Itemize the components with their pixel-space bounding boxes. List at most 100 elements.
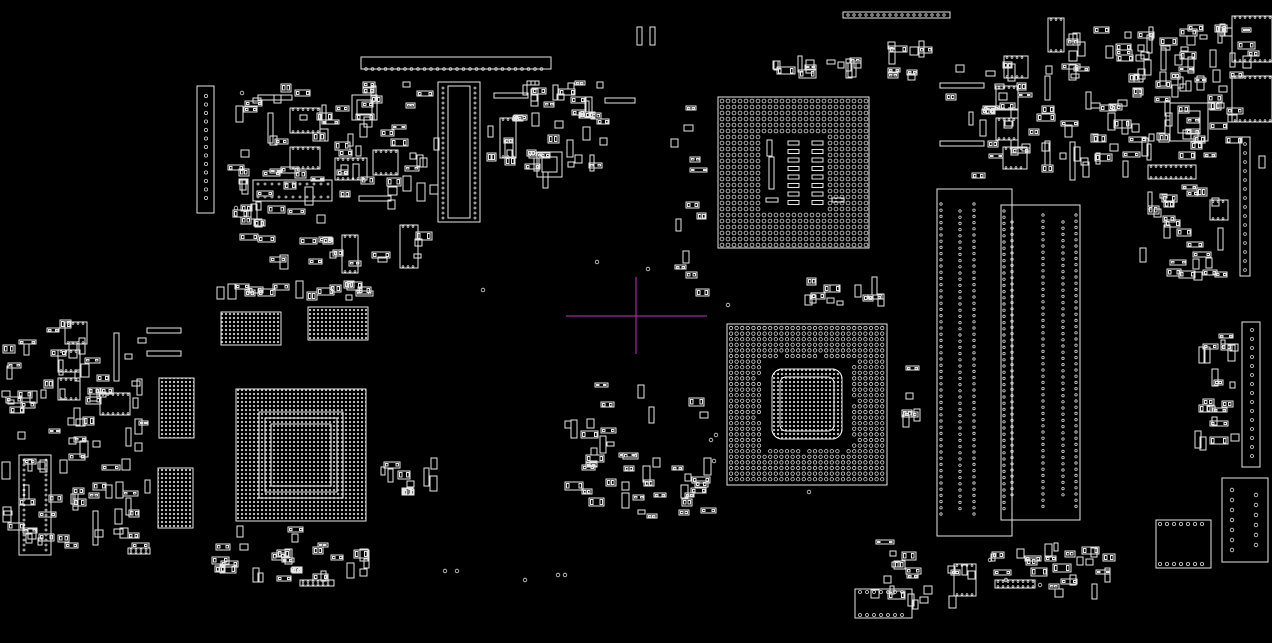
component[interactable]	[101, 464, 121, 471]
component[interactable]	[73, 407, 81, 426]
component[interactable]	[1192, 258, 1200, 270]
component[interactable]	[979, 119, 987, 137]
component[interactable]	[1104, 567, 1111, 583]
component[interactable]	[1154, 96, 1171, 103]
component[interactable]	[20, 401, 36, 409]
component[interactable]	[1068, 33, 1078, 42]
component[interactable]	[955, 64, 965, 73]
component[interactable]	[907, 73, 916, 81]
component[interactable]	[685, 271, 698, 279]
component[interactable]	[48, 494, 63, 503]
passive-component[interactable]	[267, 112, 274, 144]
component[interactable]	[1159, 37, 1178, 46]
component[interactable]	[29, 390, 38, 404]
component[interactable]	[1241, 27, 1252, 33]
ic-package[interactable]	[57, 349, 81, 373]
ic-package[interactable]	[64, 321, 88, 345]
component[interactable]	[1121, 119, 1129, 135]
component[interactable]	[691, 476, 711, 484]
component[interactable]	[272, 283, 290, 291]
component[interactable]	[829, 284, 840, 293]
component[interactable]	[1196, 187, 1208, 197]
component[interactable]	[905, 392, 914, 400]
component[interactable]	[1179, 51, 1197, 60]
component[interactable]	[239, 233, 259, 241]
component[interactable]	[241, 178, 249, 195]
component[interactable]	[58, 359, 64, 376]
component[interactable]	[370, 95, 383, 104]
component[interactable]	[17, 431, 26, 440]
component[interactable]	[522, 84, 528, 96]
component[interactable]	[1205, 257, 1213, 269]
component[interactable]	[1170, 72, 1181, 80]
component[interactable]	[1180, 46, 1189, 52]
component[interactable]	[968, 111, 974, 126]
passive-component[interactable]	[1044, 140, 1051, 166]
component[interactable]	[1209, 49, 1217, 68]
component[interactable]	[380, 129, 395, 137]
component[interactable]	[984, 106, 996, 115]
component[interactable]	[380, 466, 386, 476]
component[interactable]	[1016, 548, 1025, 559]
component[interactable]	[826, 59, 836, 65]
component[interactable]	[252, 567, 260, 583]
component[interactable]	[1048, 583, 1060, 590]
component[interactable]	[902, 414, 910, 428]
component[interactable]	[823, 284, 841, 293]
component[interactable]	[409, 152, 417, 160]
ic-package[interactable]	[995, 85, 1019, 111]
component[interactable]	[94, 529, 104, 538]
component[interactable]	[48, 428, 61, 434]
component[interactable]	[1190, 141, 1203, 150]
component[interactable]	[348, 260, 362, 267]
component[interactable]	[1093, 26, 1110, 34]
ic-package[interactable]	[1003, 55, 1029, 79]
component[interactable]	[73, 436, 87, 443]
component[interactable]	[402, 175, 412, 192]
component[interactable]	[115, 481, 124, 499]
component[interactable]	[215, 543, 231, 551]
component[interactable]	[599, 435, 607, 454]
component[interactable]	[312, 132, 326, 142]
component[interactable]	[648, 406, 655, 424]
ic-package[interactable]	[994, 579, 1036, 589]
ic-package[interactable]	[341, 234, 359, 274]
component[interactable]	[621, 492, 630, 509]
component[interactable]	[18, 498, 36, 506]
component[interactable]	[256, 190, 274, 197]
component[interactable]	[582, 126, 591, 141]
component[interactable]	[125, 427, 132, 447]
component[interactable]	[684, 492, 695, 498]
component[interactable]	[134, 442, 143, 452]
component[interactable]	[605, 478, 617, 487]
component[interactable]	[809, 294, 817, 304]
component[interactable]	[845, 62, 853, 79]
component[interactable]	[906, 573, 919, 579]
component[interactable]	[2, 344, 16, 354]
component[interactable]	[1194, 430, 1202, 449]
component[interactable]	[1085, 91, 1092, 110]
component[interactable]	[274, 138, 289, 145]
component[interactable]	[703, 457, 712, 476]
component[interactable]	[87, 387, 101, 395]
memory-slot-2[interactable]	[1000, 204, 1081, 521]
component[interactable]	[621, 481, 630, 491]
component[interactable]	[359, 548, 369, 562]
component[interactable]	[889, 550, 897, 557]
component[interactable]	[291, 533, 299, 543]
ic-soic-left[interactable]	[252, 179, 333, 202]
component[interactable]	[696, 212, 707, 220]
ic-package[interactable]	[334, 157, 368, 181]
component[interactable]	[836, 300, 844, 306]
component[interactable]	[1218, 333, 1234, 339]
component[interactable]	[1177, 76, 1184, 89]
component[interactable]	[1044, 555, 1057, 562]
memory-chip-top-left-2[interactable]	[307, 306, 369, 341]
component[interactable]	[1064, 550, 1076, 558]
component[interactable]	[220, 560, 239, 568]
component[interactable]	[564, 481, 584, 491]
component[interactable]	[596, 81, 604, 89]
component[interactable]	[295, 280, 304, 299]
component[interactable]	[1041, 105, 1055, 114]
